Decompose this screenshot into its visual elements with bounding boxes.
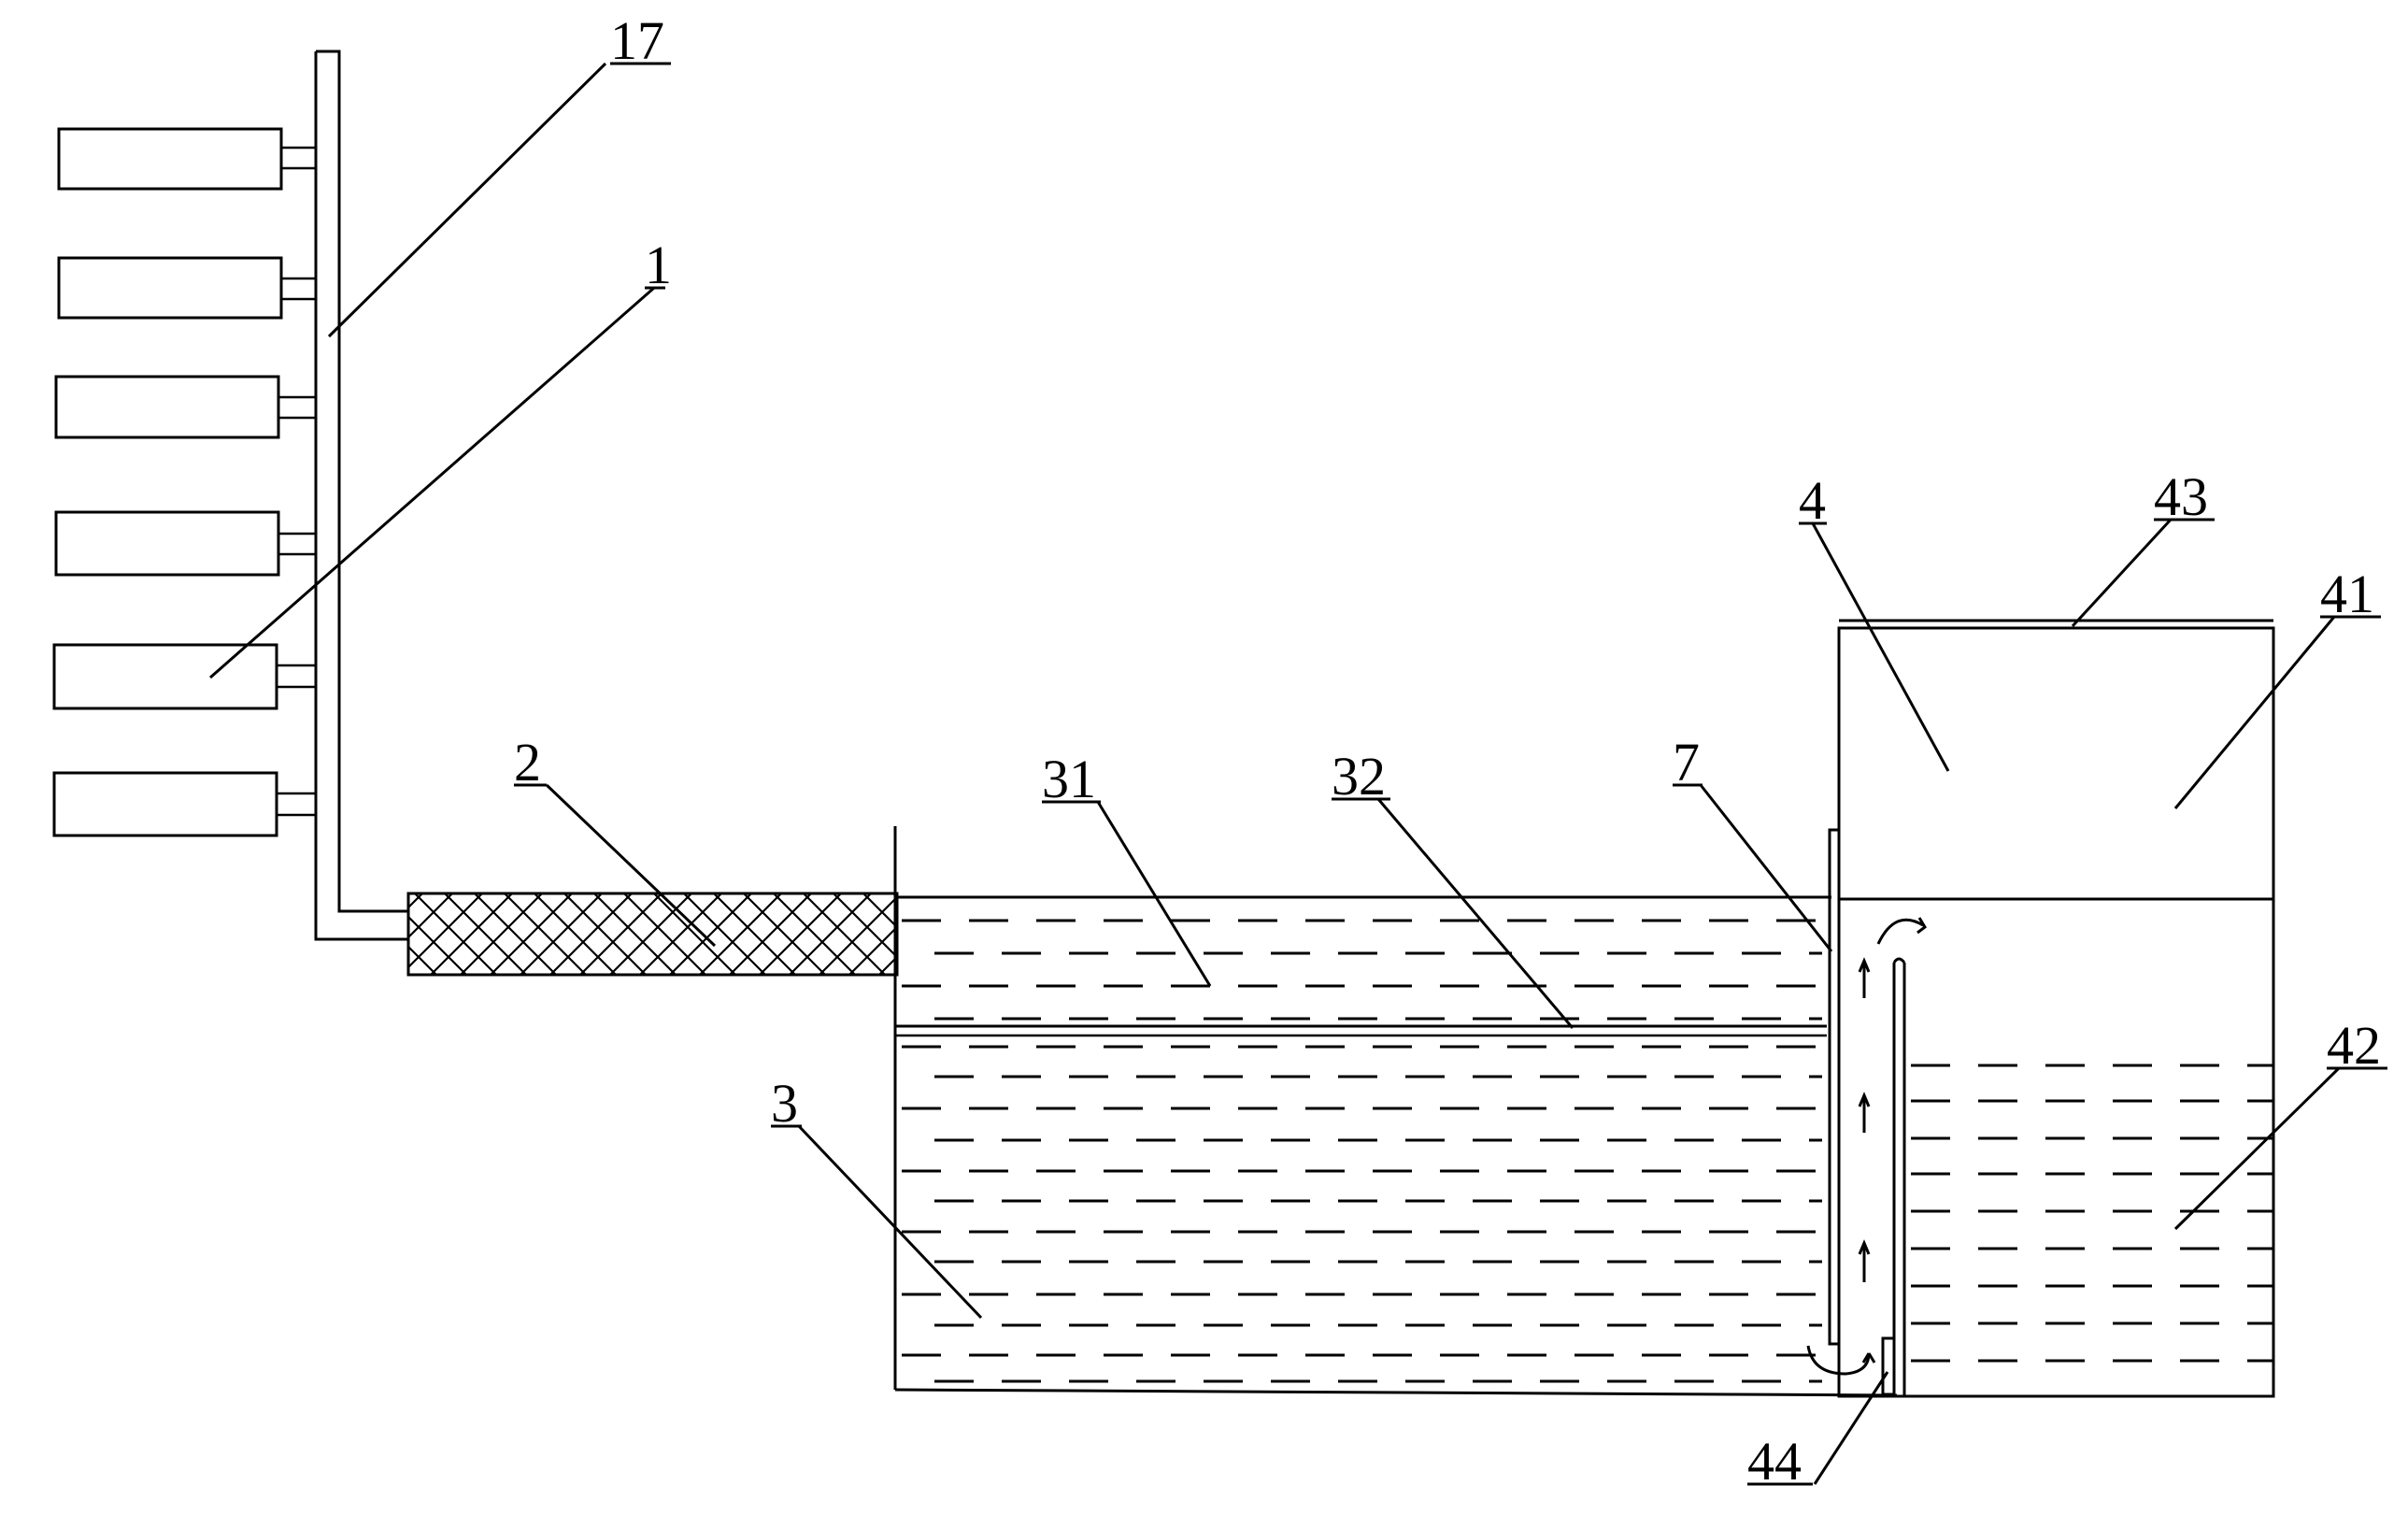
label-43: 43 <box>2154 466 2208 527</box>
up-arrow-icon <box>1858 1239 1871 1282</box>
label-44: 44 <box>1747 1431 1802 1492</box>
label-7: 7 <box>1673 732 1700 793</box>
leader-41 <box>2173 616 2336 809</box>
liquid-right-tank <box>1911 1064 2273 1363</box>
mesh-filter <box>406 892 899 977</box>
leader-44 <box>1813 1371 1889 1485</box>
overflow-arrow-icon <box>1876 917 1927 945</box>
siphon-pipe <box>1806 957 1906 1396</box>
label-42: 42 <box>2327 1015 2381 1076</box>
cylinder-connectors <box>277 146 316 817</box>
label-31: 31 <box>1042 749 1096 809</box>
gas-cylinder-3 <box>54 375 280 439</box>
liquid-lower-tank <box>902 1045 1822 1383</box>
leader-42 <box>2173 1066 2341 1231</box>
gas-cylinder-5 <box>52 643 278 710</box>
gas-cylinder-2 <box>57 256 283 320</box>
gas-cylinder-4 <box>54 510 280 577</box>
gas-cylinders <box>52 127 283 837</box>
leader-2 <box>545 783 717 948</box>
right-tank <box>1837 619 2275 1398</box>
up-arrow-icon <box>1858 957 1871 998</box>
label-4: 4 <box>1799 470 1826 531</box>
leader-7 <box>1699 784 1833 952</box>
riser-foot <box>1881 1336 1896 1396</box>
leader-1 <box>209 286 655 679</box>
label-41: 41 <box>2320 564 2374 624</box>
flow-arrows <box>1858 917 1927 1282</box>
left-tank <box>893 826 1898 1397</box>
label-32: 32 <box>1332 746 1386 807</box>
leader-3 <box>797 1124 983 1320</box>
gas-cylinder-6 <box>52 771 278 837</box>
label-3: 3 <box>771 1073 798 1134</box>
liquid-upper-section <box>902 919 1822 1021</box>
manifold-pipe <box>314 50 408 941</box>
leader-43 <box>2071 518 2173 628</box>
leader-lines <box>209 62 2341 1485</box>
inlet-curl <box>1806 1345 1871 1376</box>
leader-32 <box>1376 798 1574 1029</box>
gas-cylinder-1 <box>57 127 283 191</box>
leader-17 <box>327 62 607 338</box>
leader-4 <box>1811 522 1950 772</box>
label-1: 1 <box>645 235 672 295</box>
leader-31 <box>1096 801 1212 987</box>
up-arrow-icon <box>1858 1092 1871 1133</box>
reference-labels: 17 1 2 31 32 7 4 43 41 42 3 44 <box>514 10 2387 1492</box>
label-17: 17 <box>610 10 664 71</box>
label-2: 2 <box>514 732 541 793</box>
